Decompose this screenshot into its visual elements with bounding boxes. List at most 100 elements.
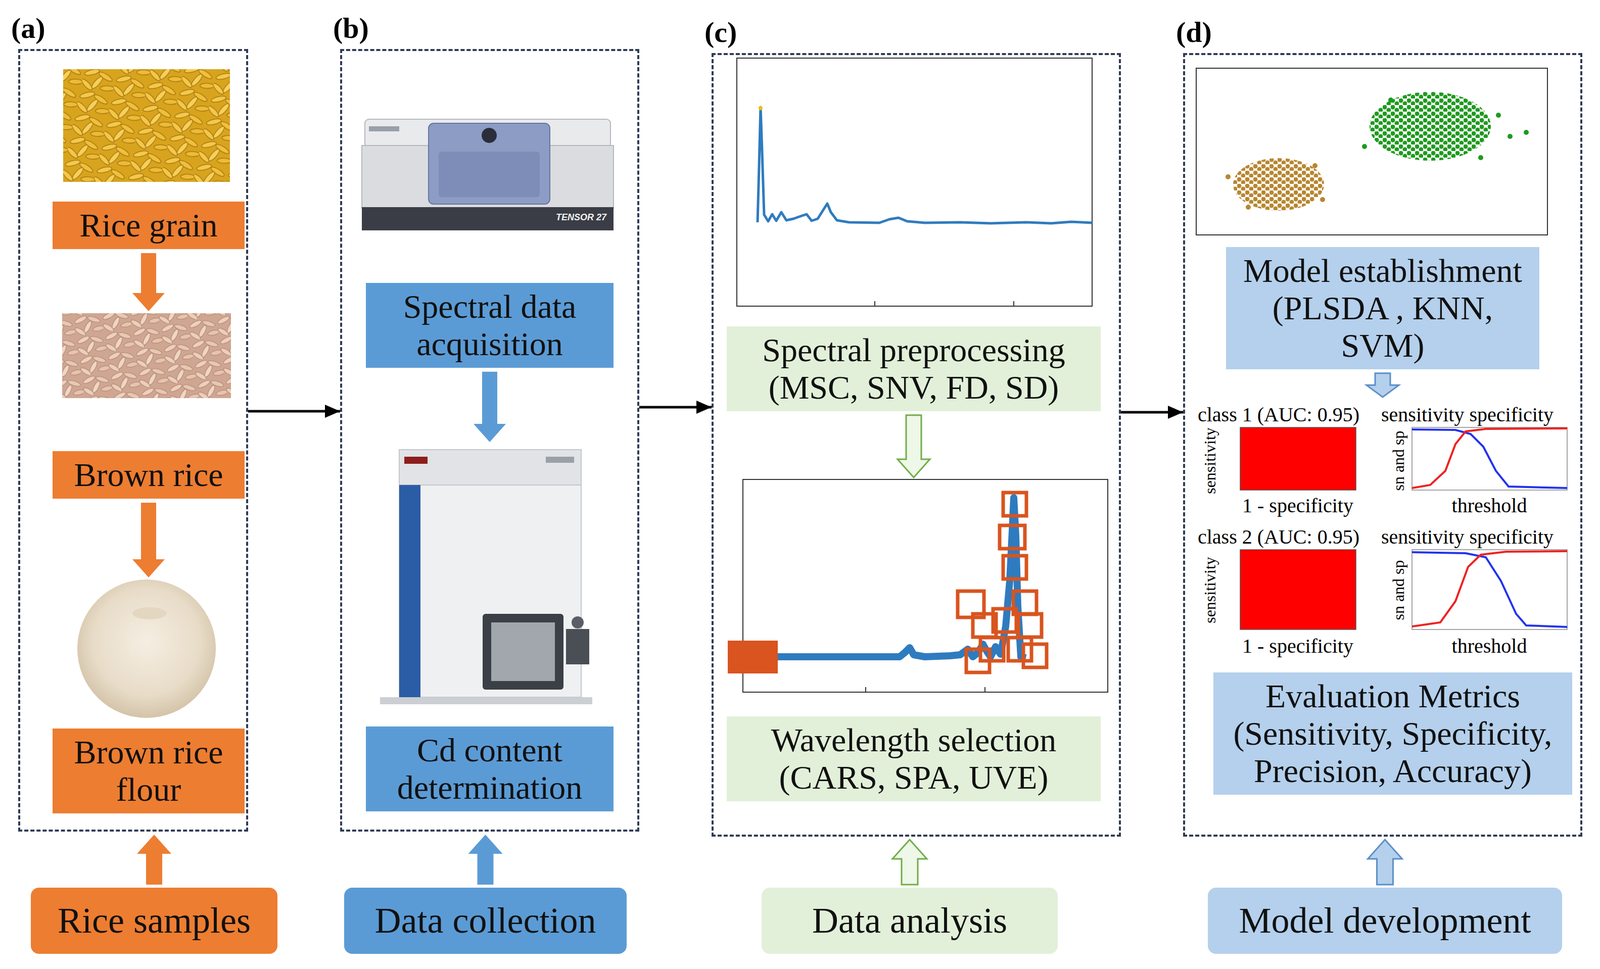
selection-square [1018, 614, 1042, 638]
scatter-dot [1225, 174, 1231, 180]
scatter-dot [1523, 129, 1529, 135]
step-label: Model establishment (PLSDA , KNN, SVM) [1226, 247, 1540, 370]
instrument-label: TENSOR 27 [555, 212, 607, 223]
spectrum-peak [758, 106, 763, 111]
scatter-dot [1495, 112, 1501, 118]
scatter-dot [1507, 133, 1513, 139]
icp-ms-knob [571, 616, 584, 629]
class-cluster [1369, 91, 1491, 161]
stage-box: Data collection [344, 887, 627, 955]
spectrometer-badge [368, 126, 400, 132]
flow-arrow [639, 406, 712, 409]
dashed-panel: (b)Spectral data acquisitionCd content d… [340, 49, 640, 832]
flow-arrow [1120, 411, 1184, 414]
axis-label: sensitivity [1201, 556, 1219, 624]
icp-ms-logo [404, 456, 428, 464]
axis-label: sn and sp [1390, 430, 1408, 491]
panel-label: (c) [704, 15, 737, 50]
rice-grain-photo [63, 69, 230, 182]
axis-label: threshold [1451, 635, 1528, 657]
axis-label: sensitivity [1201, 427, 1219, 495]
scatter-dot [1312, 163, 1318, 169]
panel-label: (b) [333, 11, 369, 46]
stage-label: Data collection [364, 887, 607, 955]
scatter-dot [1320, 197, 1326, 203]
icp-ms-badge [545, 456, 575, 463]
bench [380, 697, 593, 705]
icp-ms-window-inner [491, 622, 555, 682]
threshold-frame [1412, 549, 1568, 630]
selection-square [966, 649, 990, 673]
scatter-dot [1245, 204, 1251, 210]
dashed-panel: (d)Model establishment (PLSDA , KNN, SVM… [1183, 53, 1583, 837]
step-group: Model establishment (PLSDA , KNN, SVM) [1226, 70, 1540, 370]
step-label: Wavelength selection (CARS, SPA, UVE) [726, 716, 1101, 802]
panel-label: (a) [11, 11, 46, 46]
block-arrow [136, 834, 172, 885]
scatter-outliers [1225, 163, 1326, 210]
spectrometer-panel-shade [438, 151, 540, 198]
axis-label: threshold [1451, 495, 1528, 517]
spectrum-line [750, 497, 1026, 658]
selection-square [999, 525, 1025, 549]
stage-label: Rice samples [47, 887, 261, 955]
block-arrow [132, 502, 165, 578]
selection-frame [742, 479, 1108, 693]
step-group: Brown rice flour [52, 581, 245, 814]
spectrum-frame [736, 58, 1093, 307]
stage-box: Rice samples [30, 887, 278, 955]
stage-box: Model development [1207, 887, 1563, 955]
axis-label: 1 - specificity [1242, 495, 1354, 517]
block-arrow [132, 253, 165, 312]
selection-square [1023, 644, 1047, 668]
step-group: Brown rice [52, 315, 245, 499]
icp-ms-top [399, 449, 582, 486]
sample-port [481, 127, 497, 144]
plot-title: sensitivity specificity [1381, 404, 1554, 426]
step-label: Rice grain [52, 201, 245, 250]
icp-ms-stripe [399, 485, 421, 698]
step-group: Spectral data acquisition [365, 114, 614, 368]
sensitivity-curve [1412, 551, 1568, 627]
step-group: Wavelength selection (CARS, SPA, UVE) [726, 481, 1101, 802]
dashed-panel: (a)Rice grainBrown riceBrown rice flour [18, 49, 249, 832]
step-group: Rice grain [52, 71, 245, 250]
axis-ticks [874, 301, 1014, 307]
step-label: Spectral preprocessing (MSC, SNV, FD, SD… [726, 326, 1101, 412]
class-cluster [1233, 158, 1325, 211]
scatter-outliers [1361, 97, 1529, 161]
stage-label: Model development [1229, 887, 1542, 955]
icp-ms-window [482, 614, 564, 690]
plot-title: sensitivity specificity [1381, 526, 1554, 548]
icp-ms-cabinet [399, 449, 582, 698]
step-label: Brown rice [52, 451, 245, 499]
block-arrow [1366, 373, 1399, 398]
threshold-frame [1412, 427, 1568, 491]
axis-label: 1 - specificity [1242, 635, 1354, 657]
block-arrow [897, 415, 930, 478]
panel-label: (d) [1175, 15, 1212, 50]
spectrum-line [757, 107, 1093, 224]
selection-square [1013, 591, 1037, 615]
stage-label: Data analysis [802, 887, 1018, 955]
scatter-dot [1478, 155, 1484, 161]
axis-label: sn and sp [1390, 559, 1408, 621]
selection-square [1003, 492, 1027, 516]
selected-wavelengths [957, 492, 1047, 673]
icp-ms-sampler [566, 629, 590, 665]
roc-area [1240, 549, 1356, 630]
step-label: Spectral data acquisition [365, 283, 614, 368]
scatter-dot [1388, 97, 1394, 103]
spectrometer-panel [428, 123, 550, 205]
scatter-dot [1361, 144, 1368, 150]
step-group: Spectral preprocessing (MSC, SNV, FD, SD… [726, 60, 1101, 412]
plot-title: class 1 (AUC: 0.95) [1197, 404, 1360, 426]
step-label: Brown rice flour [52, 728, 245, 814]
dashed-panel: (c)Spectral preprocessing (MSC, SNV, FD,… [711, 53, 1121, 837]
flow-arrow [248, 410, 341, 413]
stage-box: Data analysis [761, 887, 1058, 955]
axis-ticks [865, 687, 985, 693]
step-group: Cd content determination [365, 446, 614, 812]
